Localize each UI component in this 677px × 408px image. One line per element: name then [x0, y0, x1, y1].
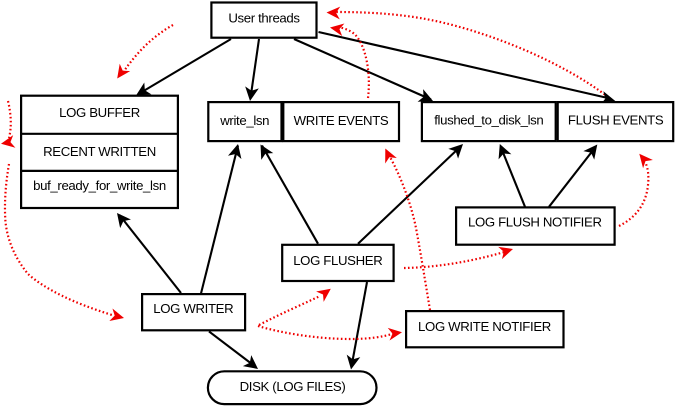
- svg-text:LOG FLUSH NOTIFIER: LOG FLUSH NOTIFIER: [468, 214, 602, 229]
- svg-text:DISK (LOG FILES): DISK (LOG FILES): [240, 379, 346, 394]
- svg-text:User threads: User threads: [228, 10, 300, 25]
- svg-text:LOG WRITER: LOG WRITER: [153, 301, 233, 316]
- svg-text:WRITE EVENTS: WRITE EVENTS: [294, 113, 389, 128]
- svg-text:buf_ready_for_write_lsn: buf_ready_for_write_lsn: [33, 178, 166, 193]
- svg-text:flushed_to_disk_lsn: flushed_to_disk_lsn: [434, 113, 543, 128]
- svg-text:LOG WRITE NOTIFIER: LOG WRITE NOTIFIER: [418, 319, 551, 334]
- svg-text:LOG BUFFER: LOG BUFFER: [59, 105, 140, 120]
- svg-text:LOG FLUSHER: LOG FLUSHER: [293, 253, 382, 268]
- svg-text:FLUSH EVENTS: FLUSH EVENTS: [568, 113, 664, 128]
- svg-text:RECENT WRITTEN: RECENT WRITTEN: [43, 144, 156, 159]
- svg-text:write_lsn: write_lsn: [219, 113, 269, 128]
